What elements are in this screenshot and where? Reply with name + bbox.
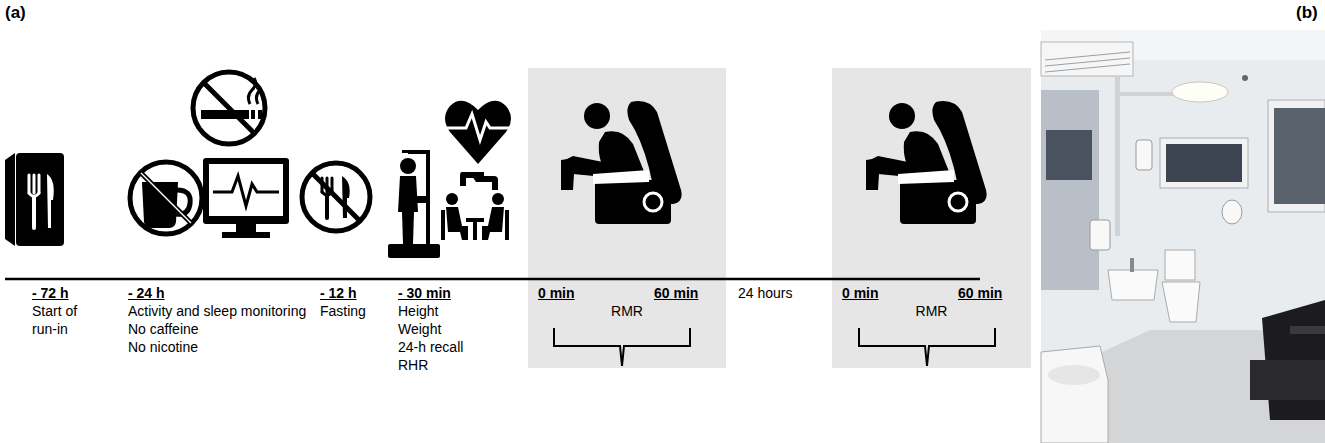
heart-icon: [445, 101, 512, 164]
menu-icon: [5, 153, 64, 246]
measure-name: RMR: [832, 302, 1031, 320]
time-point: 60 min: [654, 284, 698, 302]
interval-label: 24 hours: [738, 284, 792, 302]
chair-icon: [561, 101, 682, 224]
step-note: Fasting: [320, 302, 366, 320]
measurement-band: 0 min 60 minRMR: [832, 68, 1031, 368]
conversation-icon: [441, 172, 509, 240]
panel-letter: (a): [5, 4, 26, 22]
chair-icon: [866, 101, 987, 224]
time-point: - 12 h: [320, 284, 357, 302]
step-note: RHR: [398, 356, 428, 374]
measure-name: RMR: [528, 302, 726, 320]
measurement-band: 0 min 60 minRMR: [528, 68, 726, 368]
step-note: Weight: [398, 320, 441, 338]
no-coffee-icon: [130, 162, 202, 234]
time-point: 0 min: [842, 284, 879, 302]
scale-icon: [388, 150, 440, 258]
step-note: No nicotine: [128, 338, 198, 356]
panel-letter: (b): [1296, 4, 1318, 22]
time-point: - 24 h: [128, 284, 165, 302]
bracket: [554, 328, 690, 366]
time-point: 60 min: [958, 284, 1002, 302]
bracket: [859, 328, 995, 366]
monitor-icon: [203, 158, 289, 238]
no-smoking-icon: [193, 72, 265, 144]
time-point: - 72 h: [32, 284, 69, 302]
step-note: Activity and sleep monitoring: [128, 302, 306, 320]
time-point: 0 min: [538, 284, 575, 302]
time-point: - 30 min: [398, 284, 451, 302]
step-note: Height: [398, 302, 438, 320]
room-photo: [1041, 30, 1325, 443]
step-note: No caffeine: [128, 320, 199, 338]
step-note: 24-h recall: [398, 338, 463, 356]
no-eating-icon: [302, 163, 370, 231]
step-note: Start of run-in: [32, 302, 104, 338]
